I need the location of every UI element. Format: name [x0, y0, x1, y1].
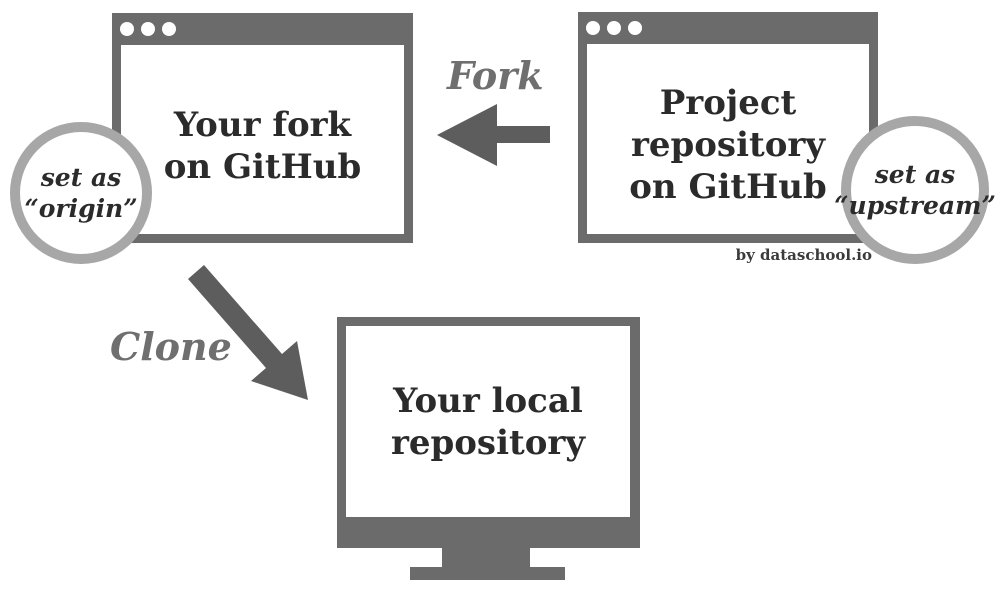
monitor-stand-neck: [442, 547, 530, 568]
fork-label: Fork: [447, 53, 544, 98]
window-control-dot-icon: [586, 21, 600, 35]
window-controls: [120, 22, 176, 36]
upstream-badge-line2: “upstream”: [834, 191, 996, 220]
fork-window-content: Your fork on GitHub: [121, 45, 404, 234]
origin-badge-line2: “origin”: [24, 194, 138, 223]
fork-arrow-icon: [437, 104, 550, 166]
local-repo-monitor: Your local repository: [337, 317, 640, 548]
upstream-badge-line1: set as: [874, 160, 956, 189]
origin-badge-line1: set as: [40, 163, 122, 192]
local-repo-title: Your local repository: [390, 380, 586, 463]
project-window: Project repository on GitHub: [578, 12, 878, 243]
window-control-dot-icon: [628, 21, 642, 35]
origin-badge: set as “origin”: [10, 122, 152, 264]
window-control-dot-icon: [120, 22, 134, 36]
window-controls: [586, 21, 642, 35]
upstream-badge: set as “upstream”: [834, 116, 996, 264]
window-control-dot-icon: [141, 22, 155, 36]
project-window-content: Project repository on GitHub: [587, 44, 869, 234]
fork-window-title: Your fork on GitHub: [163, 104, 362, 187]
clone-label: Clone: [110, 324, 232, 369]
window-control-dot-icon: [607, 21, 621, 35]
monitor-stand-base: [410, 567, 565, 580]
project-window-title: Project repository on GitHub: [629, 83, 827, 207]
local-repo-screen: Your local repository: [346, 326, 630, 517]
project-window-titlebar: [578, 12, 878, 44]
window-control-dot-icon: [162, 22, 176, 36]
fork-window-titlebar: [112, 13, 413, 45]
fork-window: Your fork on GitHub: [112, 13, 413, 243]
credit-text: by dataschool.io: [735, 246, 872, 264]
